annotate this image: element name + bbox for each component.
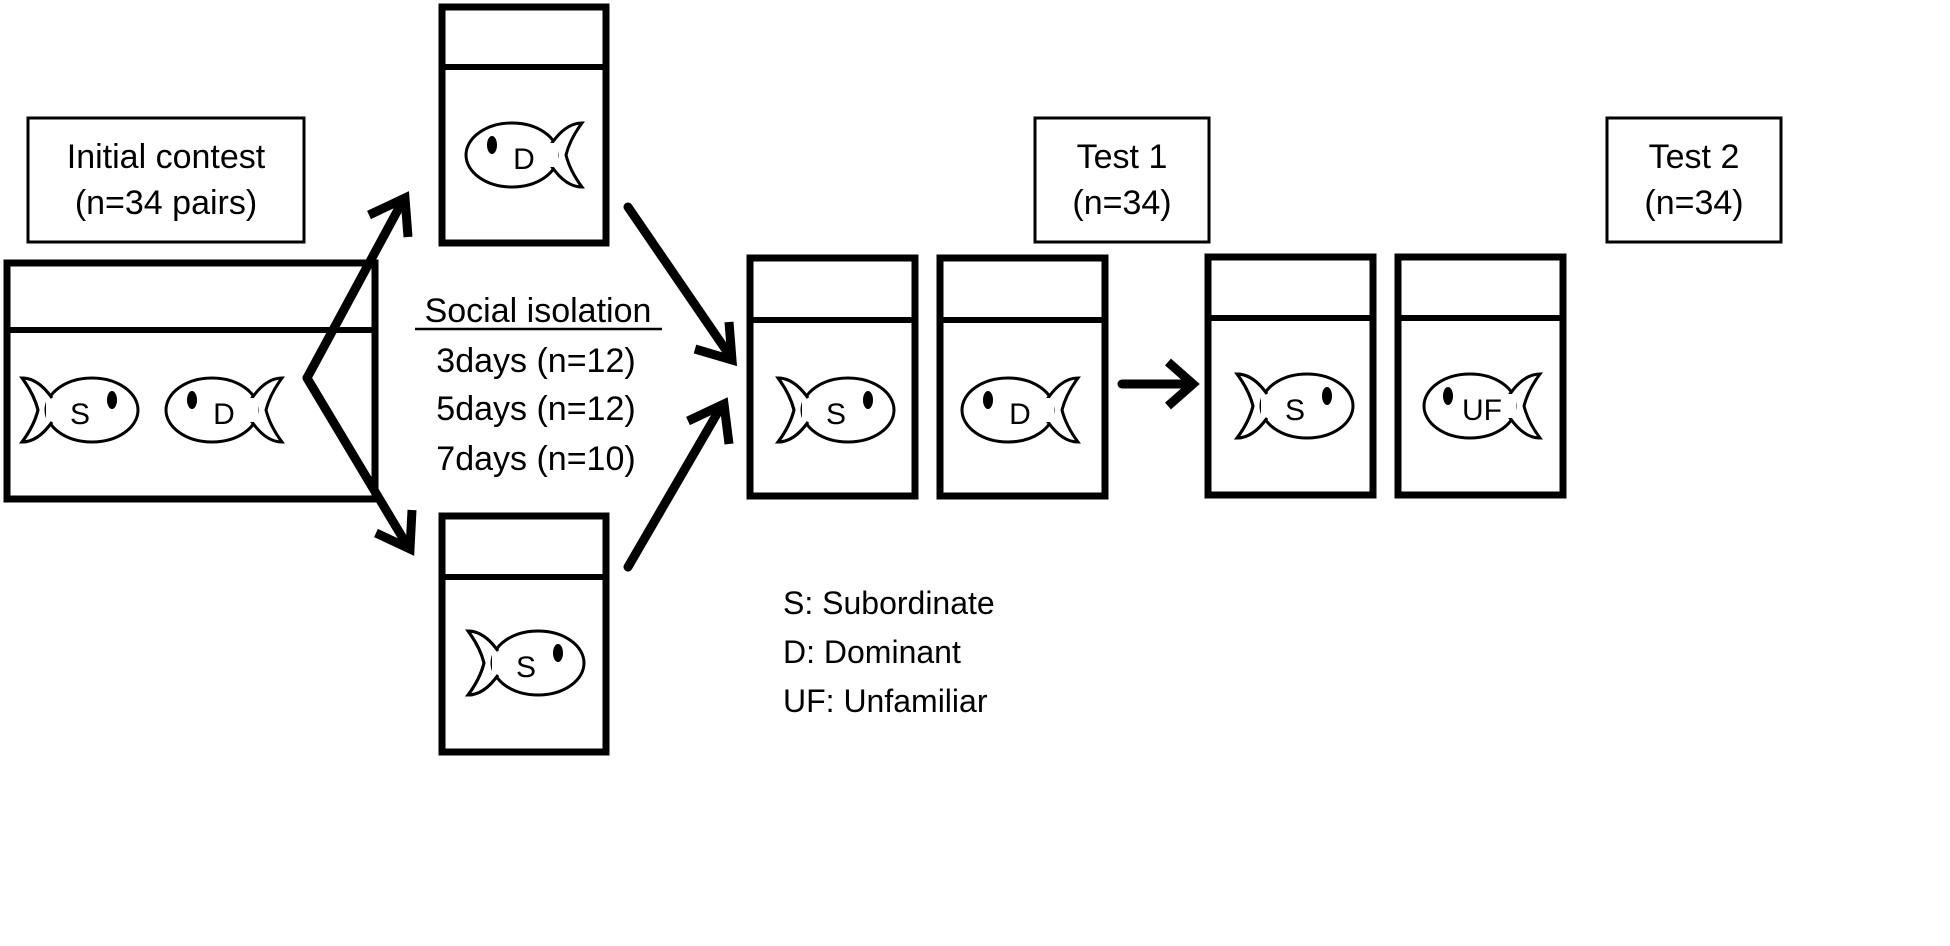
isolation-group-5days: 5days (n=12)	[436, 390, 635, 428]
fish-test1-dominant: D	[960, 376, 1082, 444]
social-isolation-heading: Social isolation	[425, 292, 652, 330]
legend-dominant: D: Dominant	[783, 634, 961, 670]
arrow-to-isolation-bottom	[302, 373, 417, 556]
legend-unfamiliar: UF: Unfamiliar	[783, 683, 988, 719]
fish-initial-dominant-label: D	[213, 398, 235, 431]
fish-test2-subordinate-label: S	[1285, 394, 1305, 427]
fish-initial-subordinate-label: S	[70, 398, 90, 431]
arrow-to-isolation-top	[302, 191, 413, 383]
legend: S: Subordinate D: Dominant UF: Unfamilia…	[783, 585, 995, 719]
fish-isolated-dominant-label: D	[513, 143, 535, 176]
fish-test1-dominant-label: D	[1009, 398, 1031, 431]
test2-count: (n=34)	[1644, 184, 1743, 222]
fish-isolated-subordinate-label: S	[516, 651, 536, 684]
test2-title: Test 2	[1649, 138, 1740, 176]
arrows	[302, 191, 1200, 572]
isolation-group-7days: 7days (n=10)	[436, 440, 635, 478]
isolation-group-3days: 3days (n=12)	[436, 342, 635, 380]
legend-subordinate: S: Subordinate	[783, 585, 995, 621]
initial-contest-count: (n=34 pairs)	[75, 184, 257, 222]
fish-test2-subordinate: S	[1233, 372, 1355, 440]
initial-contest-title: Initial contest	[67, 138, 266, 176]
fish-initial-dominant: D	[164, 376, 286, 444]
fish-test1-subordinate-label: S	[826, 398, 846, 431]
test1-title: Test 1	[1077, 138, 1168, 176]
initial-contest-label-box: Initial contest (n=34 pairs)	[26, 116, 306, 244]
fish-test2-unfamiliar: UF	[1422, 372, 1544, 440]
test2-label-box: Test 2 (n=34)	[1605, 116, 1783, 244]
social-isolation-block: Social isolation 3days (n=12) 5days (n=1…	[415, 292, 662, 478]
arrow-from-isolation-top	[623, 202, 738, 367]
arrow-test1-to-test2	[1117, 358, 1200, 410]
test1-count: (n=34)	[1072, 184, 1171, 222]
fish-isolated-dominant: D	[464, 121, 586, 189]
fish-initial-subordinate: S	[18, 376, 140, 444]
fish-isolated-subordinate: S	[464, 629, 586, 697]
fish-test2-unfamiliar-label: UF	[1462, 394, 1502, 427]
arrow-from-isolation-bottom	[623, 397, 734, 572]
test1-label-box: Test 1 (n=34)	[1033, 116, 1211, 244]
fish-test1-subordinate: S	[774, 376, 896, 444]
test1-tank-left	[746, 254, 919, 500]
